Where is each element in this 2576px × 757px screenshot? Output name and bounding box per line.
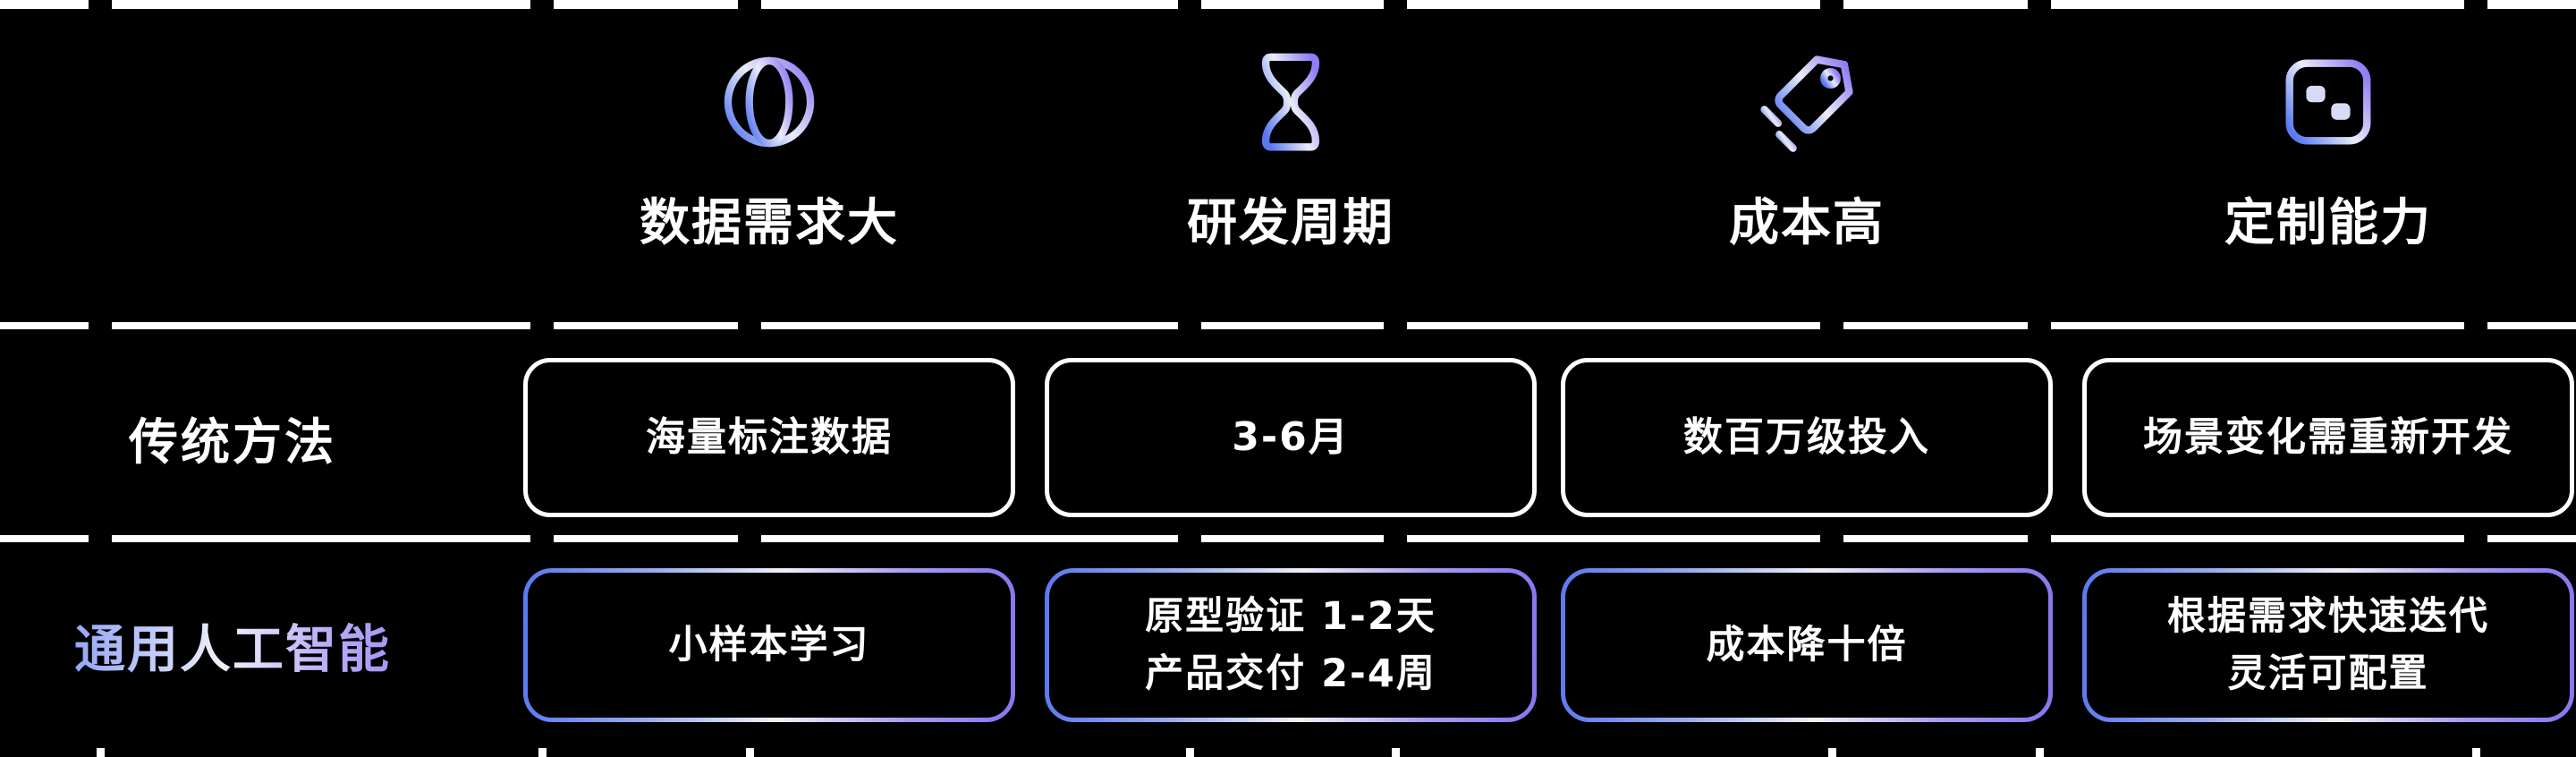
grid-gap bbox=[2464, 0, 2487, 9]
cell-text: 根据需求快速迭代 bbox=[2167, 593, 2489, 639]
header-column-data: 数据需求大 bbox=[523, 41, 1015, 255]
cell-agi-cycle: 原型验证 1-2天 产品交付 2-4周 bbox=[1045, 568, 1537, 722]
ruler-tick bbox=[2472, 748, 2480, 757]
header-column-cycle: 研发周期 bbox=[1045, 41, 1537, 255]
cell-text: 原型验证 1-2天 bbox=[1145, 593, 1436, 639]
header-label: 定制能力 bbox=[2224, 194, 2432, 252]
ruler-tick bbox=[2036, 748, 2044, 757]
ruler-tick bbox=[1392, 748, 1400, 757]
ruler-tick bbox=[746, 748, 754, 757]
hourglass-icon bbox=[1230, 41, 1352, 163]
price-tag-icon bbox=[1746, 41, 1868, 163]
cell-text: 灵活可配置 bbox=[2227, 651, 2429, 696]
grid-gap bbox=[2464, 535, 2487, 542]
cell-agi-customization: 根据需求快速迭代 灵活可配置 bbox=[2082, 568, 2574, 722]
header-column-cost: 成本高 bbox=[1561, 41, 2053, 255]
grid-gap bbox=[1820, 322, 1843, 329]
cell-traditional-customization: 场景变化需重新开发 bbox=[2082, 358, 2574, 517]
ruler-tick bbox=[1186, 748, 1194, 757]
cell-agi-data: 小样本学习 bbox=[523, 568, 1015, 722]
cell-traditional-data: 海量标注数据 bbox=[523, 358, 1015, 517]
cell-text: 场景变化需重新开发 bbox=[2143, 414, 2513, 461]
grid-gap bbox=[2028, 0, 2051, 9]
grid-gap bbox=[1178, 322, 1201, 329]
header-label: 成本高 bbox=[1729, 194, 1885, 252]
cell-traditional-cycle: 3-6月 bbox=[1045, 358, 1537, 517]
grid-gap bbox=[1178, 535, 1201, 542]
cell-traditional-cost: 数百万级投入 bbox=[1561, 358, 2053, 517]
grid-gap bbox=[2464, 322, 2487, 329]
grid-gap bbox=[738, 0, 761, 9]
grid-gap bbox=[530, 0, 554, 9]
grid-gap bbox=[2028, 322, 2051, 329]
cell-agi-cost: 成本降十倍 bbox=[1561, 568, 2053, 722]
grid-gap bbox=[1384, 535, 1407, 542]
ruler-tick bbox=[97, 748, 105, 757]
cell-text: 海量标注数据 bbox=[646, 414, 893, 461]
grid-gap bbox=[89, 535, 112, 542]
header-column-customization: 定制能力 bbox=[2082, 41, 2574, 255]
grid-gap bbox=[1820, 0, 1843, 9]
grid-gap bbox=[1384, 322, 1407, 329]
grid-gap bbox=[1178, 0, 1201, 9]
grid-gap bbox=[738, 535, 761, 542]
cell-text: 成本降十倍 bbox=[1706, 622, 1908, 668]
cell-text: 小样本学习 bbox=[668, 622, 870, 668]
cell-text: 3-6月 bbox=[1232, 414, 1350, 461]
cell-text: 数百万级投入 bbox=[1683, 414, 1930, 461]
header-label: 数据需求大 bbox=[640, 194, 899, 252]
grid-gap bbox=[530, 322, 554, 329]
grid-gap bbox=[530, 535, 554, 542]
grid-gap bbox=[2028, 535, 2051, 542]
grid-gap bbox=[89, 322, 112, 329]
grid-line-middle bbox=[0, 322, 2576, 329]
header-label: 研发周期 bbox=[1187, 194, 1394, 252]
grid-gap bbox=[1820, 535, 1843, 542]
sliders-icon bbox=[2267, 41, 2389, 163]
globe-icon bbox=[708, 41, 830, 163]
grid-line-lower bbox=[0, 535, 2576, 542]
cell-text: 产品交付 2-4周 bbox=[1145, 651, 1436, 696]
grid-line-top bbox=[0, 0, 2576, 9]
grid-gap bbox=[89, 0, 112, 9]
row-label-traditional: 传统方法 bbox=[128, 413, 336, 471]
grid-gap bbox=[738, 322, 761, 329]
ruler-tick bbox=[538, 748, 547, 757]
grid-gap bbox=[1384, 0, 1407, 9]
row-label-agi: 通用人工智能 bbox=[0, 568, 465, 722]
ruler-tick bbox=[1828, 748, 1836, 757]
